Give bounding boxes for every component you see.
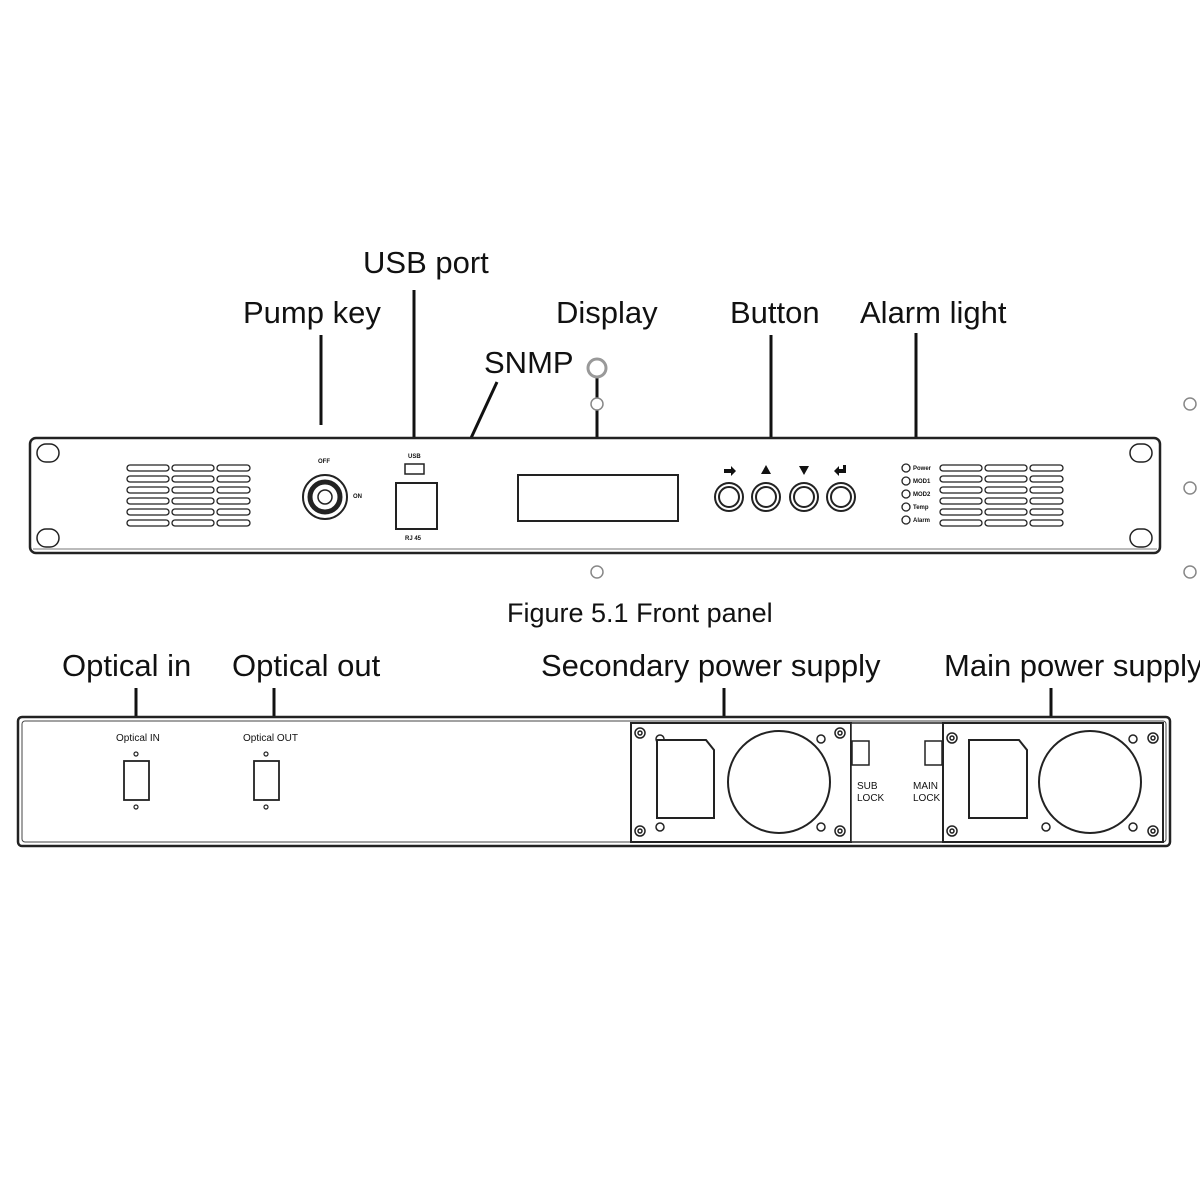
led-alarm — [901, 515, 911, 525]
down-arrow-icon — [799, 466, 809, 475]
marker-circle — [1183, 397, 1197, 411]
main-lock-label-line1: MAIN — [913, 781, 938, 792]
callout-button: Button — [730, 295, 820, 330]
lock-section — [850, 722, 944, 843]
rj45-port[interactable] — [395, 482, 438, 530]
led-label-mod1: MOD1 — [913, 479, 931, 485]
led-label-mod2: MOD2 — [913, 492, 931, 498]
rack-hole — [36, 528, 60, 548]
optical-in-label: Optical IN — [116, 733, 160, 744]
sub-lock-latch — [851, 740, 870, 766]
callout-main-power-supply: Main power supply — [944, 648, 1200, 683]
pump-key[interactable] — [302, 474, 348, 520]
main-lock-label-line2: LOCK — [913, 793, 941, 804]
back-arrow-icon — [724, 466, 736, 476]
front-panel: OFF ON USB RJ 45 — [28, 436, 1162, 555]
optical-in-port[interactable] — [123, 760, 150, 801]
fan-secondary — [727, 730, 831, 834]
callout-display: Display — [556, 295, 658, 330]
led-mod2 — [901, 489, 911, 499]
rear-panel: Optical IN Optical OUT — [16, 715, 1172, 848]
marker-circle — [1183, 565, 1197, 579]
callout-snmp: SNMP — [484, 345, 574, 380]
callout-pump-key: Pump key — [243, 295, 381, 330]
key-off-label: OFF — [318, 459, 330, 465]
vent-grille-right — [939, 464, 1064, 527]
sub-lock-label-line1: SUB — [857, 781, 878, 792]
marker-circles — [586, 357, 1197, 579]
led-label-alarm: Alarm — [913, 518, 930, 524]
callout-alarm-light: Alarm light — [860, 295, 1007, 330]
vent-grille-left — [126, 464, 251, 527]
marker-circle — [1183, 481, 1197, 495]
led-power — [901, 463, 911, 473]
rack-hole — [1129, 443, 1153, 463]
usb-port[interactable] — [404, 463, 425, 475]
callout-optical-out: Optical out — [232, 648, 381, 683]
fan-main — [1038, 730, 1142, 834]
enter-button[interactable] — [826, 482, 856, 512]
marker-circle — [590, 397, 604, 411]
led-label-power: Power — [913, 466, 932, 472]
marker-circle — [586, 357, 608, 379]
rack-hole — [36, 443, 60, 463]
marker-circle — [590, 565, 604, 579]
key-on-label: ON — [353, 494, 362, 500]
figure-caption: Figure 5.1 Front panel — [507, 598, 773, 628]
power-inlet-main — [968, 739, 1028, 819]
main-power-supply-module[interactable] — [942, 722, 1164, 843]
secondary-power-supply-module[interactable] — [630, 722, 852, 843]
power-inlet-secondary — [656, 739, 715, 819]
lcd-display — [517, 474, 679, 522]
led-label-temp: Temp — [913, 505, 929, 511]
sub-lock-label-line2: LOCK — [857, 793, 885, 804]
down-button[interactable] — [789, 482, 819, 512]
enter-arrow-icon — [834, 465, 846, 476]
optical-out-label: Optical OUT — [243, 733, 298, 744]
callout-secondary-power-supply: Secondary power supply — [541, 648, 881, 683]
rj45-label: RJ 45 — [405, 536, 422, 542]
rack-hole — [1129, 528, 1153, 548]
callout-optical-in: Optical in — [62, 648, 191, 683]
led-temp — [901, 502, 911, 512]
up-arrow-icon — [761, 465, 771, 474]
led-mod1 — [901, 476, 911, 486]
usb-label: USB — [408, 454, 421, 460]
main-lock-latch — [924, 740, 943, 766]
up-button[interactable] — [751, 482, 781, 512]
callout-usb-port: USB port — [363, 245, 489, 280]
optical-out-port[interactable] — [253, 760, 280, 801]
back-button[interactable] — [714, 482, 744, 512]
